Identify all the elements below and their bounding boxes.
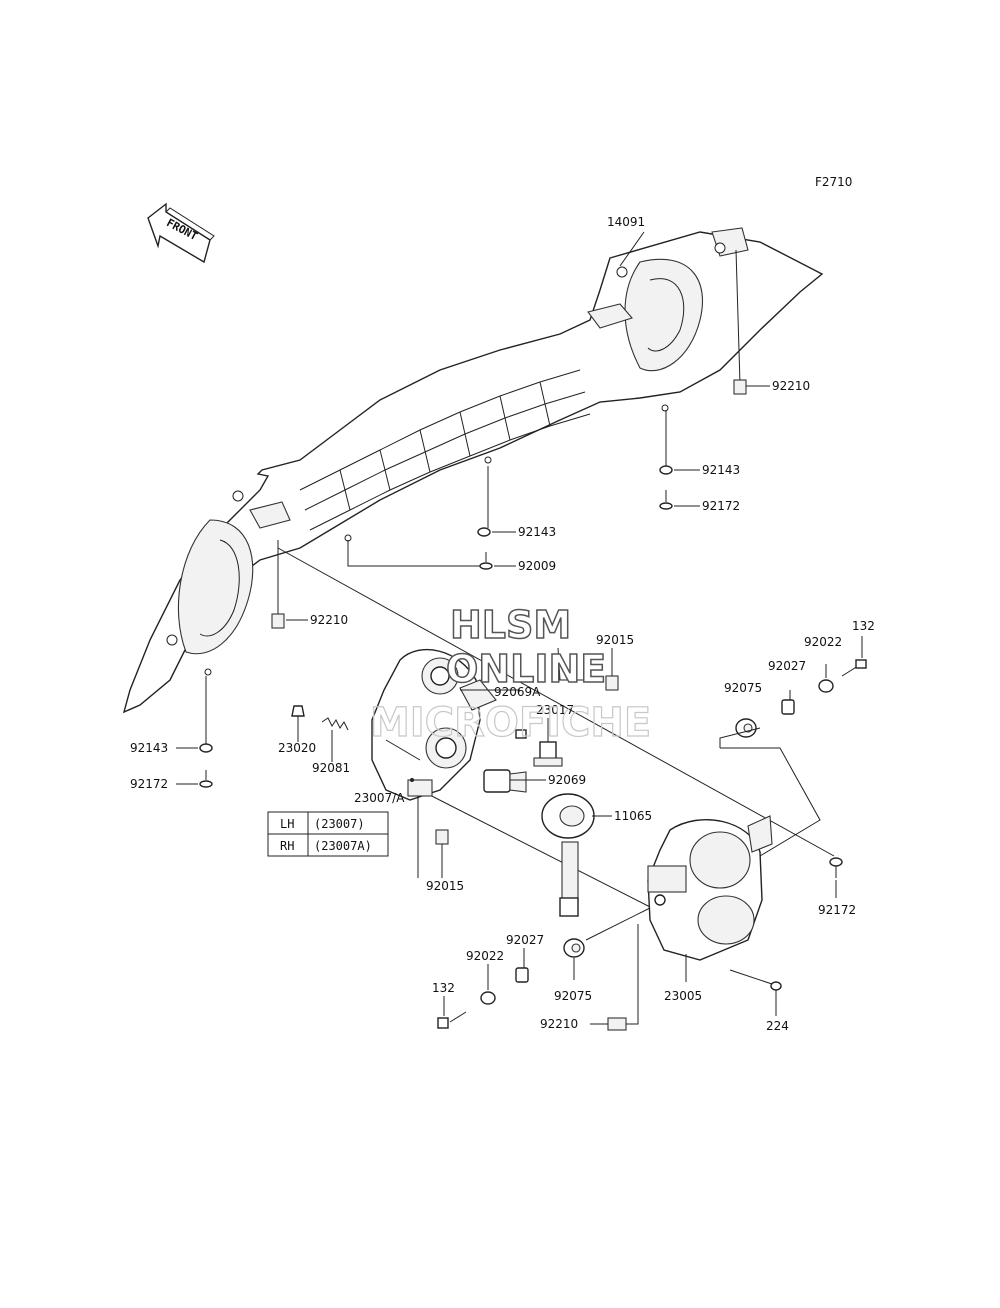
washer-92022-b xyxy=(480,991,496,1005)
callout-92069: 92069 xyxy=(548,773,586,787)
screw-92009 xyxy=(479,552,493,570)
legend-row-rh-side: RH xyxy=(280,839,294,853)
callout-132-b: 132 xyxy=(432,981,455,995)
legend-row-lh-side: LH xyxy=(280,817,294,831)
bolt-132-a xyxy=(841,659,867,677)
grommet-92075-a xyxy=(735,718,757,738)
callout-92210-b: 92210 xyxy=(310,613,348,627)
clip-92015-a xyxy=(605,675,619,691)
callout-92022-a: 92022 xyxy=(804,635,842,649)
callout-14091: 14091 xyxy=(607,215,645,229)
callout-92027-a: 92027 xyxy=(768,659,806,673)
grommet-92075-b xyxy=(563,938,585,958)
grille-slats xyxy=(299,369,591,531)
callout-labels: 14091 92210 92143 92172 92143 92009 9221… xyxy=(130,215,875,1033)
washer-92143-b xyxy=(477,527,491,537)
socket-11065 xyxy=(541,793,595,917)
nut-23020 xyxy=(291,705,305,717)
callout-11065: 11065 xyxy=(614,809,652,823)
legend-table: LH (23007) RH (23007A) xyxy=(267,811,389,857)
clip-92210-a xyxy=(733,379,747,395)
callout-92009: 92009 xyxy=(518,559,556,573)
watermark-line3: MICROFICHE xyxy=(370,700,651,746)
callout-92143-c: 92143 xyxy=(130,741,168,755)
clip-92015-b xyxy=(435,829,449,845)
callout-92143-a: 92143 xyxy=(702,463,740,477)
watermark-line1: HLSM xyxy=(450,603,571,647)
left-headlight-part xyxy=(371,648,481,801)
socket-92069A xyxy=(459,679,527,739)
screw-92172-a xyxy=(659,490,673,510)
callout-92075-a: 92075 xyxy=(724,681,762,695)
watermark-line2: ONLINE xyxy=(446,647,606,691)
callout-92015-a: 92015 xyxy=(596,633,634,647)
callout-224: 224 xyxy=(766,1019,789,1033)
legend-row-lh-part: (23007) xyxy=(314,817,365,831)
front-arrow-icon: FRONT xyxy=(147,202,215,264)
callout-92069A: 92069A xyxy=(494,685,541,699)
callout-23020: 23020 xyxy=(278,741,316,755)
callout-92075-b: 92075 xyxy=(554,989,592,1003)
callout-132-a: 132 xyxy=(852,619,875,633)
callout-23017: 23017 xyxy=(536,703,574,717)
screw-224 xyxy=(729,969,782,991)
callout-92210-c: 92210 xyxy=(540,1017,578,1031)
callout-92022-b: 92022 xyxy=(466,949,504,963)
washer-92143-c xyxy=(199,743,213,753)
clip-92210-b xyxy=(271,613,285,629)
callout-92172-b: 92172 xyxy=(130,777,168,791)
spring-92081 xyxy=(321,717,349,731)
callout-23007A: 23007/A xyxy=(354,791,405,805)
washer-92022-a xyxy=(818,679,834,693)
bulb-92069 xyxy=(483,769,527,793)
upper-cowl-part xyxy=(122,227,824,714)
callout-92210-a: 92210 xyxy=(772,379,810,393)
watermark: HLSM ONLINE MICROFICHE xyxy=(369,602,651,746)
clip-92210-c xyxy=(607,1017,627,1031)
screw-92172-b xyxy=(199,770,213,788)
collar-92027-b xyxy=(515,967,529,983)
callout-92015-b: 92015 xyxy=(426,879,464,893)
bolt-132-b xyxy=(437,1011,467,1029)
callout-92172-a: 92172 xyxy=(702,499,740,513)
collar-92027-a xyxy=(781,699,795,715)
right-headlight-part xyxy=(647,815,773,961)
callout-23005: 23005 xyxy=(664,989,702,1003)
callout-92172-c: 92172 xyxy=(818,903,856,917)
callout-92143-b: 92143 xyxy=(518,525,556,539)
callout-92027-b: 92027 xyxy=(506,933,544,947)
legend-row-rh-part: (23007A) xyxy=(314,839,372,853)
figure-code: F2710 xyxy=(815,175,852,189)
washer-92143-a xyxy=(659,465,673,475)
callout-92081: 92081 xyxy=(312,761,350,775)
screw-92172-c xyxy=(829,857,843,878)
